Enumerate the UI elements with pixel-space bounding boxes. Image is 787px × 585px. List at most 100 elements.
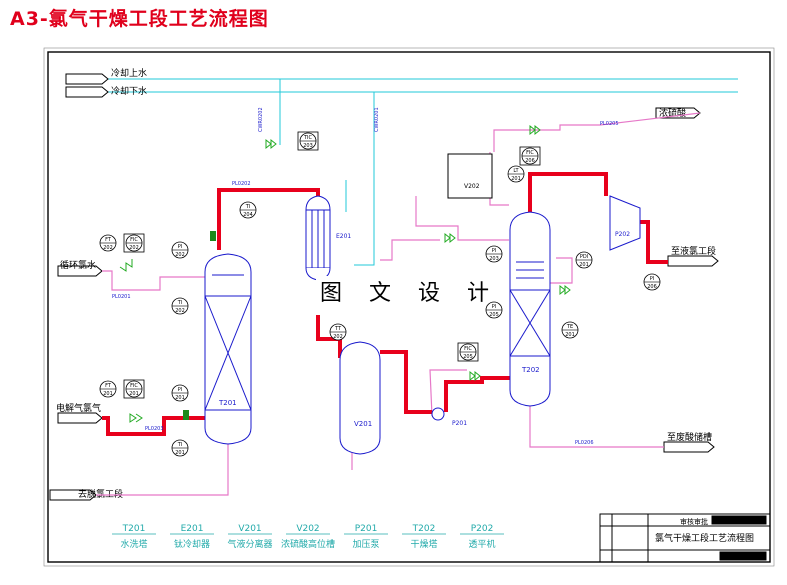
- instrument-function: FIC: [464, 346, 472, 352]
- instrument-ti202: TI 202: [171, 297, 189, 315]
- instrument-number: 202: [103, 245, 113, 251]
- p201-pump: [431, 407, 445, 421]
- instrument-function: FT: [105, 237, 112, 243]
- instrument-pi201: PI 201: [171, 384, 189, 402]
- label-liquid-chlorine: 至液氯工段: [671, 245, 716, 257]
- instrument-number: 202: [333, 334, 343, 340]
- arrow-liquid-chlorine: [667, 255, 719, 267]
- drawing-title: A3-氯气干燥工段工艺流程图: [10, 8, 269, 30]
- process-lines: [102, 172, 668, 436]
- label-dechlorination: 去脱氯工段: [78, 488, 123, 500]
- instrument-function: PI: [492, 304, 497, 310]
- v201-tag: V201: [354, 420, 372, 428]
- instrument-function: TI: [177, 300, 183, 306]
- label-circulating-water: 循环氯水: [60, 259, 96, 271]
- instrument-number: 202: [175, 252, 185, 258]
- instrument-number: 201: [565, 332, 575, 338]
- arrow-electrolysis-chlorine: [57, 412, 103, 424]
- line-label-pl0205: PL0205: [600, 121, 619, 127]
- instrument-number: 201: [579, 262, 589, 268]
- instrument-number: 202: [175, 308, 185, 314]
- outer-frame: [43, 47, 775, 567]
- legend-name: 干燥塔: [410, 538, 437, 550]
- instrument-ft202: FT 202: [99, 234, 117, 252]
- acid-lines: [96, 112, 701, 496]
- title-block-caption: 氯气干燥工段工艺流程图: [655, 532, 754, 544]
- instrument-function: FIC: [130, 237, 138, 243]
- legend-name: 加压泵: [352, 539, 379, 550]
- t201-tag: T201: [218, 399, 237, 407]
- instrument-number: 201: [511, 176, 521, 182]
- instrument-pi203: PI 203: [485, 245, 503, 263]
- arrow-waste-acid: [663, 441, 715, 453]
- instrument-function: PI: [650, 276, 655, 282]
- instrument-function: FT: [105, 383, 112, 389]
- legend-item: V201 气液分离器: [227, 524, 272, 550]
- cooling-water-lines: [108, 78, 738, 266]
- drawing-frame: [47, 51, 771, 563]
- instrument-number: 201: [129, 391, 139, 397]
- instrument-pdi201: PDI 201: [575, 251, 593, 269]
- instrument-number: 203: [303, 143, 313, 149]
- legend-tag: V202: [296, 524, 319, 534]
- label-electrolysis-chlorine: 电解气氯气: [56, 402, 101, 414]
- instrument-number: 202: [129, 245, 139, 251]
- instrument-number: 205: [489, 312, 499, 318]
- instrument-function: PDI: [580, 254, 588, 260]
- legend-name: 浓硫酸高位槽: [281, 538, 335, 550]
- arrow-concentrated-acid: [655, 107, 701, 119]
- e201-tag: E201: [336, 233, 351, 240]
- arrow-dechlorination: [49, 489, 97, 501]
- t201-washing-tower: [204, 253, 252, 445]
- legend-tag: P201: [355, 524, 378, 534]
- instrument-number: 203: [489, 256, 499, 262]
- legend-tag: E201: [181, 524, 204, 534]
- watermark-background: [316, 276, 466, 306]
- instrument-fic202: FIC 202: [123, 233, 145, 253]
- arrow-circulating-water: [57, 265, 103, 277]
- line-label-pl0206: PL0206: [575, 440, 594, 446]
- instrument-function: PI: [178, 387, 183, 393]
- p201-tag: P201: [452, 420, 467, 427]
- v202-acid-tank: [447, 153, 493, 199]
- title-block: [599, 513, 771, 563]
- instrument-ti201: TI 201: [171, 439, 189, 457]
- instrument-number: 201: [175, 395, 185, 401]
- instrument-function: TI: [245, 204, 251, 210]
- legend-tag: V201: [238, 524, 261, 534]
- valves: [119, 124, 571, 423]
- instrument-number: 201: [175, 450, 185, 456]
- instrument-ti204: TI 204: [239, 201, 257, 219]
- legend-tag: P202: [471, 524, 494, 534]
- watermark-text: 图 文 设 计: [320, 281, 499, 306]
- legend-name: 气液分离器: [227, 538, 272, 550]
- instrument-number: 204: [243, 212, 253, 218]
- legend-item: P201 加压泵: [344, 524, 388, 550]
- instrument-function: FIC: [526, 150, 534, 156]
- arrow-cooling-up: [65, 73, 109, 85]
- instrument-number: 206: [647, 284, 657, 290]
- legend-name: 水洗塔: [120, 538, 147, 550]
- label-cooling-up: 冷却上水: [111, 67, 147, 79]
- instrument-function: PI: [492, 248, 497, 254]
- legend-item: T201 水洗塔: [112, 524, 156, 550]
- instrument-function: TI: [177, 442, 183, 448]
- instrument-function: TT: [334, 326, 342, 332]
- legend-tag: T201: [122, 524, 146, 534]
- instrument-number: 201: [103, 391, 113, 397]
- label-waste-acid: 至废酸储槽: [667, 431, 712, 443]
- p202-turbine: [609, 195, 641, 251]
- t202-tag: T202: [521, 366, 540, 374]
- v201-separator: [339, 341, 381, 455]
